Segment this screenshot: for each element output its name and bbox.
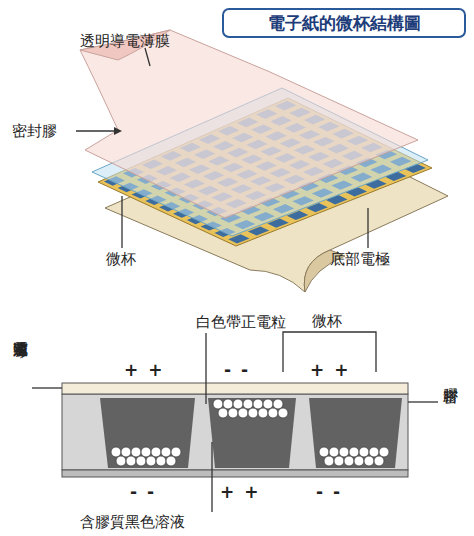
particle xyxy=(141,447,151,457)
particle xyxy=(268,408,278,418)
particle xyxy=(228,408,238,418)
cup-interior xyxy=(309,398,402,468)
title: 電子紙的微杯結構圖 xyxy=(222,8,466,38)
particle xyxy=(161,447,171,457)
particle xyxy=(253,399,263,409)
particle xyxy=(278,408,288,418)
particle xyxy=(334,456,344,466)
particle xyxy=(248,408,258,418)
part-label: 微杯 xyxy=(106,251,136,268)
sealant-walls xyxy=(62,394,408,470)
film-curl xyxy=(80,30,170,60)
charge-sign: - - xyxy=(316,483,342,502)
charge-sign: - - xyxy=(130,483,156,502)
particle xyxy=(344,456,354,466)
particle xyxy=(223,399,233,409)
particle xyxy=(146,456,156,466)
leader-line xyxy=(32,387,62,388)
particle xyxy=(218,408,228,418)
charge-sign: + + xyxy=(310,361,350,380)
particle xyxy=(263,399,273,409)
particle xyxy=(339,447,349,457)
particle xyxy=(156,456,166,466)
particle xyxy=(111,447,121,457)
particle xyxy=(374,456,384,466)
charge-sign: + + xyxy=(124,361,164,380)
leader-line xyxy=(211,442,212,512)
particle xyxy=(324,456,334,466)
bottom-electrode xyxy=(62,470,408,477)
top-film xyxy=(62,383,408,394)
particle xyxy=(213,399,223,409)
charge-sign: - - xyxy=(224,361,250,380)
particle xyxy=(121,447,131,457)
part-label: 底部電極 xyxy=(330,251,390,268)
white-particles xyxy=(111,399,389,466)
particle xyxy=(258,408,268,418)
leader-line xyxy=(367,208,368,248)
particle xyxy=(329,447,339,457)
particle xyxy=(233,399,243,409)
particle xyxy=(166,456,176,466)
charge-sign: + + xyxy=(220,483,260,502)
part-label: 微杯 xyxy=(312,313,342,330)
particle xyxy=(116,456,126,466)
leader-line xyxy=(408,401,438,402)
particle xyxy=(243,399,253,409)
leader-line xyxy=(205,333,206,404)
part-label: 透明導電薄膜 xyxy=(80,33,170,50)
particle xyxy=(136,456,146,466)
particle xyxy=(238,408,248,418)
conductive-film xyxy=(80,30,418,218)
particle xyxy=(349,447,359,457)
particle xyxy=(131,447,141,457)
particle xyxy=(354,456,364,466)
particle xyxy=(171,447,181,457)
particle xyxy=(319,447,329,457)
leader-line xyxy=(76,130,118,131)
leader-line xyxy=(121,196,122,248)
particle xyxy=(379,447,389,457)
cup-interior xyxy=(100,398,195,468)
part-label: 密封膠 xyxy=(12,123,57,140)
arrow-head xyxy=(114,127,122,135)
particle xyxy=(273,399,283,409)
part-label: 白色帶正電粒 xyxy=(196,314,286,331)
particle xyxy=(359,447,369,457)
particle xyxy=(364,456,374,466)
particle xyxy=(369,447,379,457)
particle xyxy=(126,456,136,466)
particle xyxy=(151,447,161,457)
cup-interior xyxy=(208,398,296,468)
part-label: 含膠質黑色溶液 xyxy=(80,514,185,531)
leader-line xyxy=(145,48,150,66)
